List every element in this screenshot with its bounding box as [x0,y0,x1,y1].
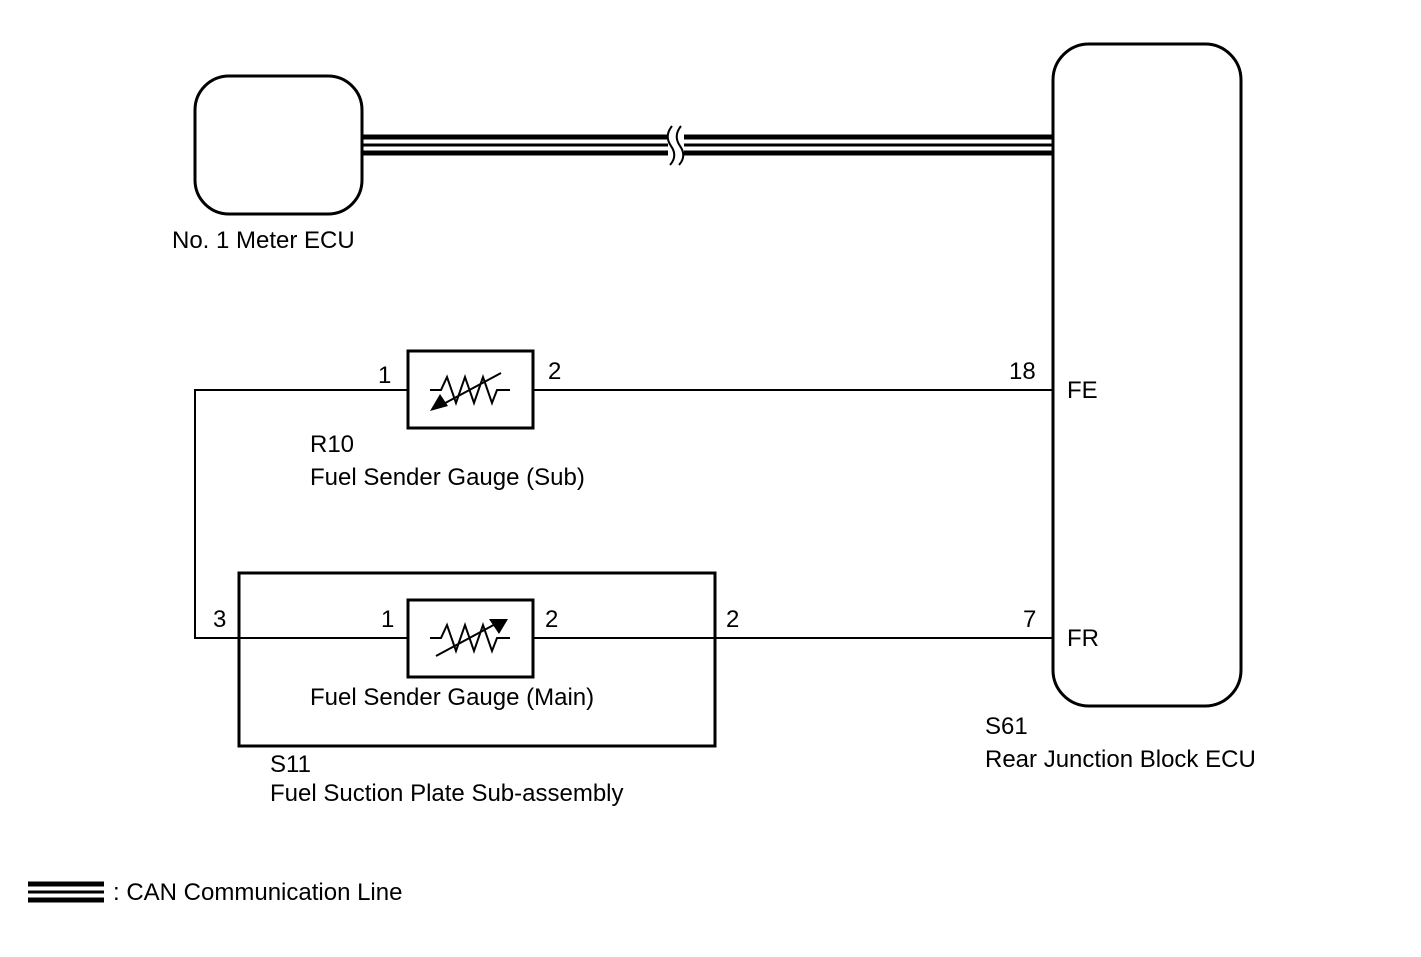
sender-main-pin2: 2 [545,606,558,633]
can-bus-line [362,124,1053,166]
junction-ecu-box [1051,42,1243,708]
wires [194,389,1053,639]
junction-ecu-code: S61 [985,713,1028,740]
junction-pin-fr: FR [1067,625,1099,652]
sender-sub-pin1: 1 [378,362,391,389]
junction-pin18: 18 [1009,358,1036,385]
suction-plate-pin3: 3 [213,606,226,633]
junction-pin-fe: FE [1067,377,1098,404]
legend-can-label: : CAN Communication Line [113,879,402,906]
legend-can-symbol [28,881,104,903]
meter-ecu-box [193,74,364,216]
junction-pin7: 7 [1023,606,1036,633]
sender-main-symbol [406,598,535,679]
sender-sub-code: R10 [310,431,354,458]
sender-sub-symbol [406,349,535,430]
suction-plate-name: Fuel Suction Plate Sub-assembly [270,780,624,807]
suction-plate-box [237,571,717,748]
suction-plate-code: S11 [270,751,311,778]
meter-ecu-label: No. 1 Meter ECU [172,227,355,254]
sender-sub-pin2: 2 [548,358,561,385]
junction-ecu-name: Rear Junction Block ECU [985,746,1256,773]
sender-main-name: Fuel Sender Gauge (Main) [310,684,594,711]
sender-sub-name: Fuel Sender Gauge (Sub) [310,464,585,491]
sender-main-pin1: 1 [381,606,394,633]
suction-plate-pin2: 2 [726,606,739,633]
